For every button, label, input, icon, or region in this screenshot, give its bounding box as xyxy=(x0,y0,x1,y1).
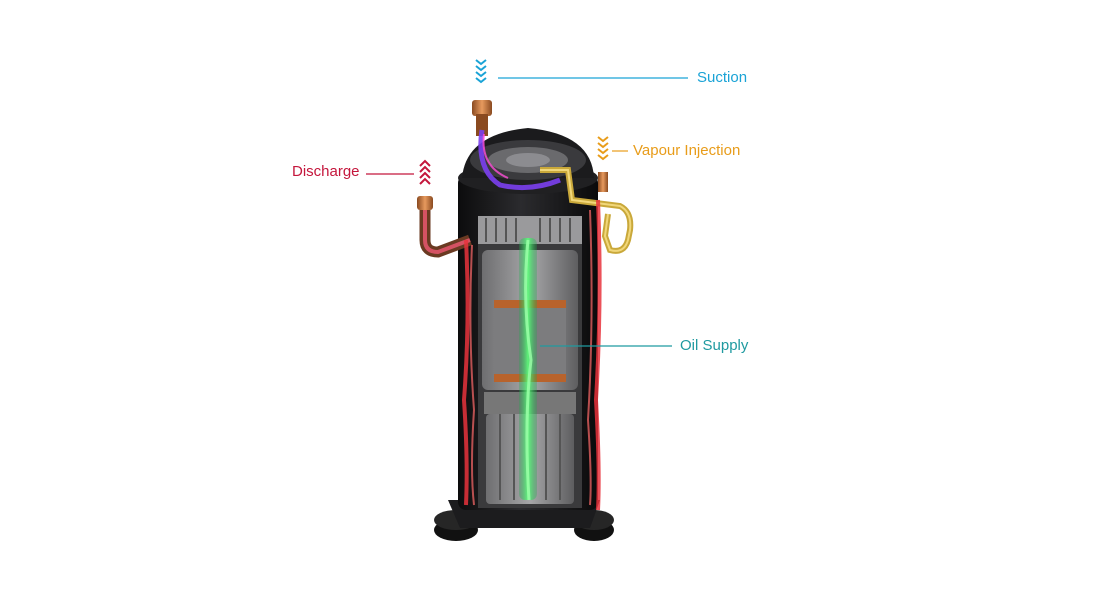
oil-supply-label: Oil Supply xyxy=(680,337,749,354)
discharge-pipe xyxy=(417,196,476,506)
vapour-injection-label: Vapour Injection xyxy=(633,142,741,159)
compressor-feet xyxy=(434,500,614,541)
oil-flow xyxy=(519,238,537,501)
suction-label: Suction xyxy=(697,69,748,86)
suction-arrow-icon xyxy=(475,59,487,84)
discharge-arrow-icon xyxy=(419,159,431,185)
suction-pipe xyxy=(472,100,561,191)
vapour-injection-arrow-icon xyxy=(597,136,609,161)
vapour-injection-pipe xyxy=(540,167,634,511)
discharge-label: Discharge xyxy=(292,163,360,180)
